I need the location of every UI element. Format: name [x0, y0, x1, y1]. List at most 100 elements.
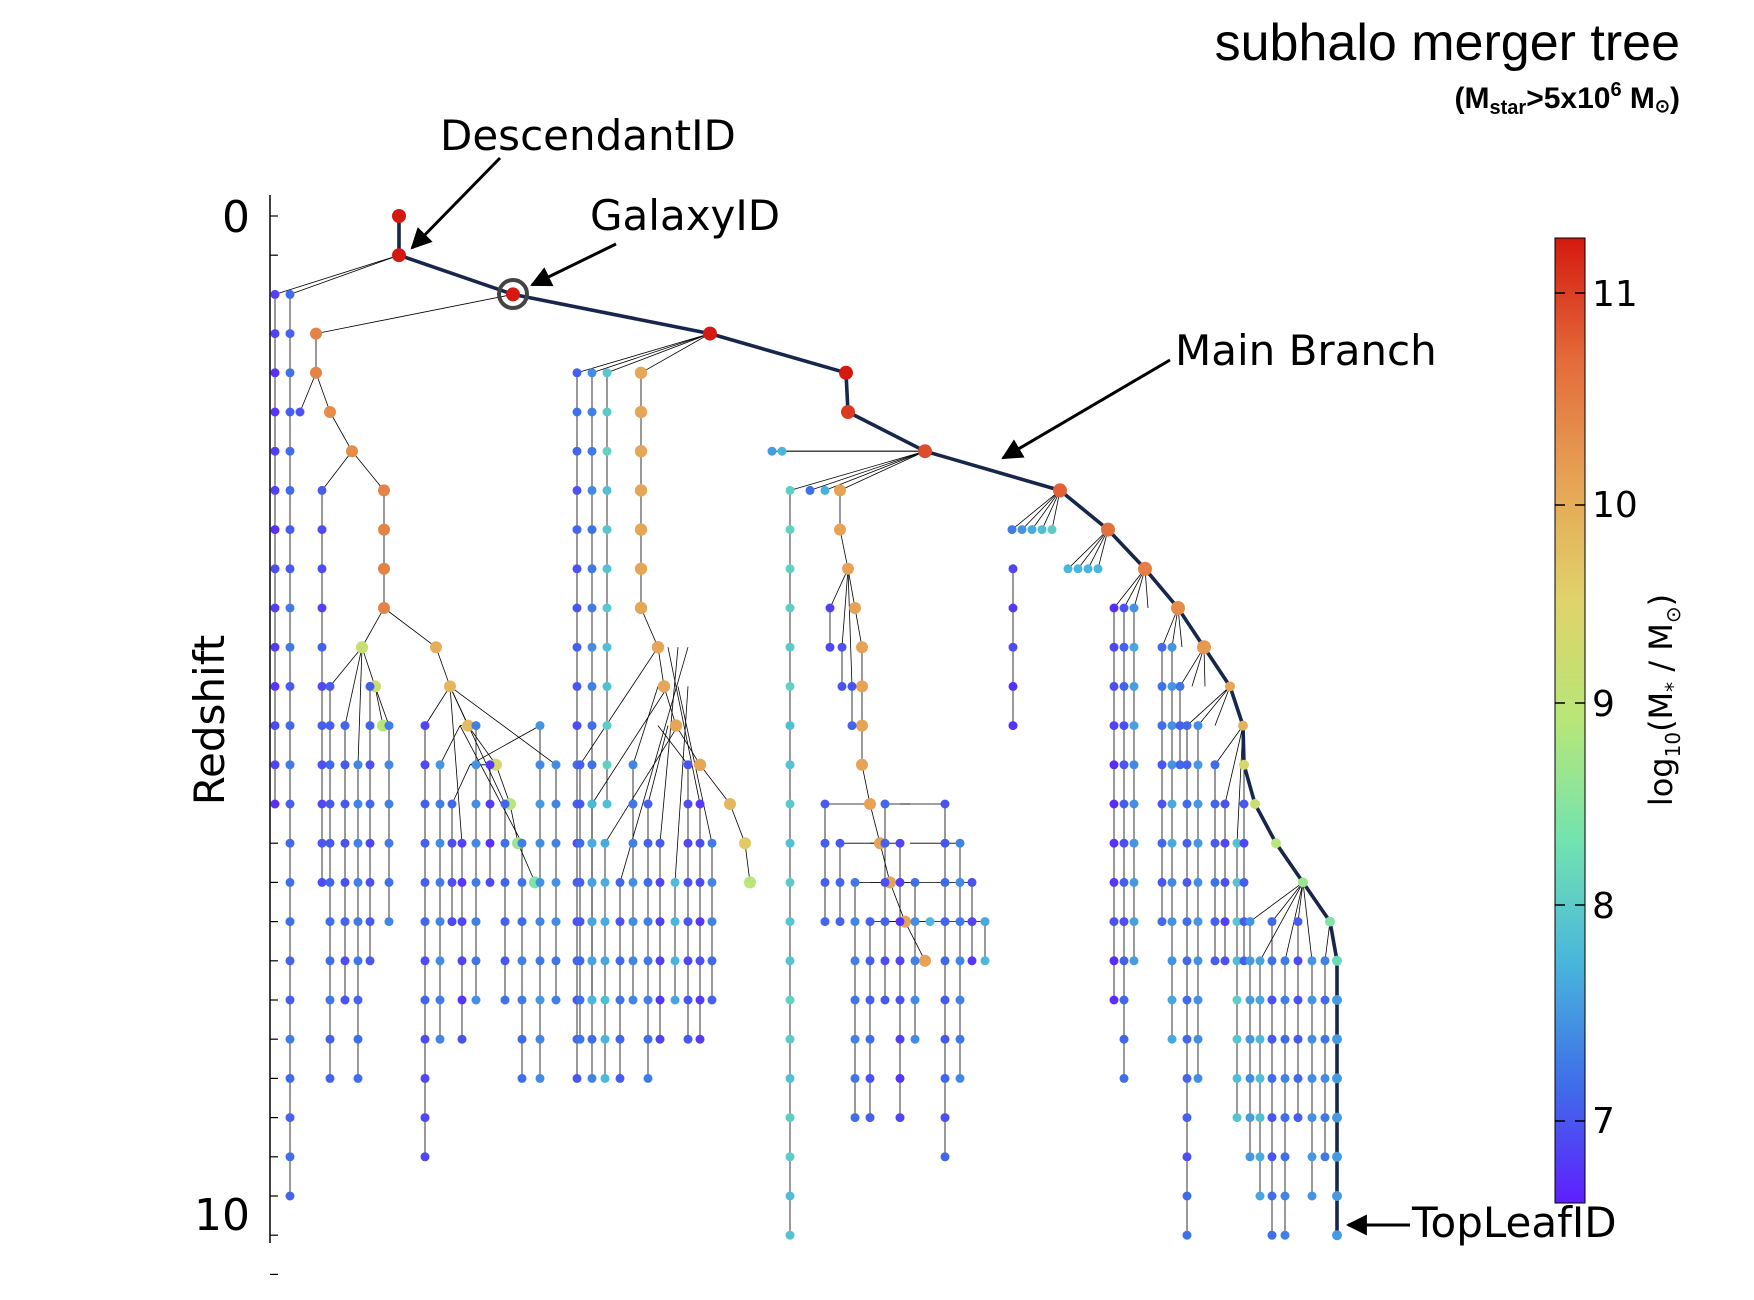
tree-node: [270, 329, 280, 339]
tree-node: [919, 954, 931, 967]
tree-node: [270, 525, 280, 535]
tree-node: [1280, 1034, 1290, 1044]
tree-node: [587, 760, 597, 770]
tree-node: [940, 877, 950, 887]
tree-node: [285, 799, 295, 809]
tree-node: [1325, 916, 1335, 927]
tree-node: [1280, 1073, 1290, 1083]
tree-node: [572, 642, 582, 652]
tree-node: [835, 877, 845, 887]
tree-node: [535, 956, 545, 966]
tree-node: [940, 799, 950, 809]
tree-node: [485, 838, 495, 848]
tree-node: [628, 760, 638, 770]
tree-node: [955, 995, 965, 1005]
tree-node: [1182, 760, 1192, 770]
tree-node: [575, 1034, 585, 1044]
tree-node: [270, 564, 280, 574]
tree-node: [1109, 877, 1119, 887]
tree-node: [325, 917, 335, 927]
tree-node: [1129, 956, 1139, 966]
tree-node: [572, 681, 582, 691]
tree-node: [517, 917, 527, 927]
tree-node: [1109, 917, 1119, 927]
tree-node: [600, 956, 610, 966]
tree-node: [285, 1113, 295, 1123]
tree-node: [1271, 838, 1281, 849]
tree-node: [435, 917, 445, 927]
tree-node: [707, 838, 717, 848]
tree-node: [1037, 525, 1047, 535]
svg-text:Main Branch: Main Branch: [1175, 326, 1437, 375]
tree-node: [1267, 917, 1277, 927]
tree-node: [602, 642, 612, 652]
tree-node: [707, 956, 717, 966]
tree-node: [940, 838, 950, 848]
tree-node: [785, 1152, 795, 1162]
tree-node: [270, 681, 280, 691]
tree-node: [551, 877, 561, 887]
tree-node: [1193, 917, 1203, 927]
tree-node: [850, 877, 860, 887]
tree-node: [500, 995, 510, 1005]
tree-node: [895, 838, 905, 848]
tree-node: [1245, 1152, 1255, 1162]
tree-node: [865, 956, 875, 966]
tree-node: [724, 798, 736, 810]
tree-node: [707, 917, 717, 927]
tree-node: [1182, 799, 1192, 809]
colorbar-gradient: [1554, 237, 1586, 1204]
annotation-descendant: DescendantID: [410, 111, 736, 250]
tree-node: [785, 1113, 795, 1123]
tree-node: [353, 1034, 363, 1044]
tree-node: [1307, 1113, 1317, 1123]
tree-node: [1255, 1113, 1265, 1123]
tree-node: [575, 917, 585, 927]
tree-node: [602, 564, 612, 574]
tree-node: [1182, 721, 1192, 731]
tree-node: [551, 838, 561, 848]
tree-node: [1182, 917, 1192, 927]
tree-node: [317, 681, 327, 691]
tree-node: [739, 837, 751, 850]
tree-node: [378, 602, 390, 614]
tree-node: [1267, 1230, 1277, 1240]
tree-node: [835, 838, 845, 848]
tree-node: [880, 956, 890, 966]
tree-node: [285, 877, 295, 887]
tree-node: [910, 917, 920, 927]
tree-node: [353, 1073, 363, 1083]
tree-node: [1332, 1151, 1342, 1162]
tree-node: [1157, 877, 1167, 887]
tree-node: [1245, 1034, 1255, 1044]
tree-node: [285, 721, 295, 731]
tree-node: [785, 1230, 795, 1240]
tree-node: [643, 995, 653, 1005]
tree-node: [1255, 995, 1265, 1005]
tree-node: [471, 877, 481, 887]
tree-node: [785, 603, 795, 613]
tree-node: [1138, 561, 1152, 576]
y-axis-label: Redshift: [185, 635, 234, 805]
tree-node: [1307, 1073, 1317, 1083]
tree-node: [587, 525, 597, 535]
svg-text:GalaxyID: GalaxyID: [590, 191, 780, 240]
tree-node: [1320, 956, 1330, 966]
tree-node: [587, 603, 597, 613]
tree-node: [955, 838, 965, 848]
tree-node: [1129, 799, 1139, 809]
tree-node: [1129, 877, 1139, 887]
y-axis: 0 10 Redshift: [185, 192, 278, 1276]
tree-node: [1182, 1034, 1192, 1044]
tree-node: [420, 838, 430, 848]
tree-node: [1255, 1191, 1265, 1201]
tree-node: [600, 838, 610, 848]
tree-node: [834, 523, 846, 536]
tree-node: [384, 917, 394, 927]
tree-node: [535, 799, 545, 809]
tree-node: [1332, 1034, 1342, 1045]
tree-node: [1109, 642, 1119, 652]
tree-node: [1220, 956, 1230, 966]
tree-node: [634, 366, 648, 379]
tree-node: [285, 760, 295, 770]
